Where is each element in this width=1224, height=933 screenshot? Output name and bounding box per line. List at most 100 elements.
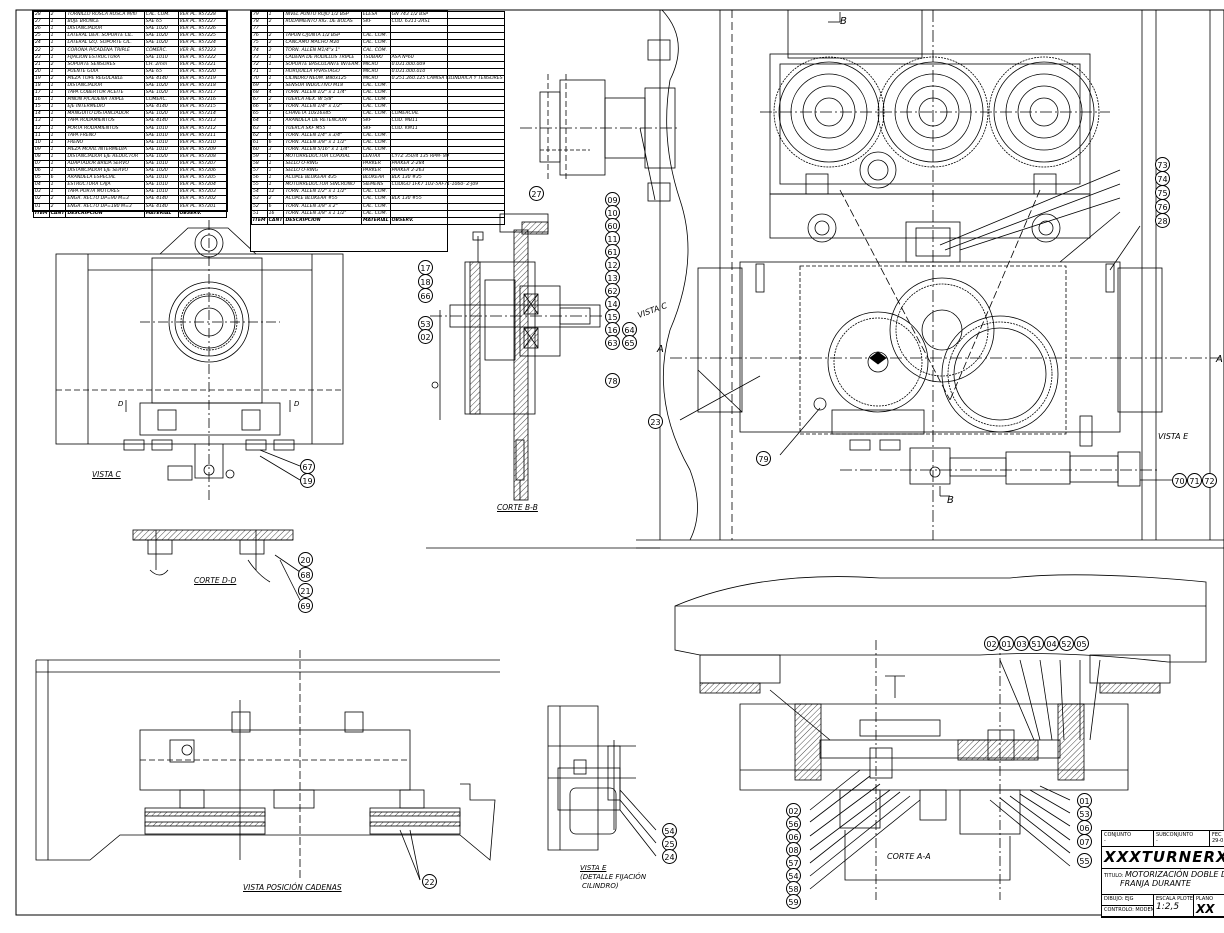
bom-cell: 2 [48,10,67,20]
bom-cell: VER PL. 957202 [177,195,227,204]
bom-cell: MANGUITO DISTANCIADOR [65,110,145,119]
bom-cell: ACOPLE BLOKEAR 435 [283,174,362,183]
bom-cell: SELLO O-RING [283,159,362,169]
bom-cell: 2 [266,81,285,91]
bom-cell: COD. KM11 [389,124,505,133]
plan-view-right [426,9,1224,549]
item-balloon: 73 [1155,157,1170,172]
bom-cell: 10 [33,138,50,147]
item-balloon: 71 [1187,473,1202,488]
bom-cell: BUJE BRONCE [65,18,145,27]
bom-cell: 1 [48,81,67,91]
bom-cell: 1 [48,181,67,190]
tb-titulo-label: TITULO: [1104,873,1124,879]
tb-fecha-value: 29-0 [1212,838,1224,844]
bom-cell: CANT [266,216,285,225]
item-balloon: 05 [1074,636,1089,651]
bom-cell: DESCRIPCION [65,209,145,218]
item-balloon: 59 [786,894,801,909]
item-balloon: 25 [662,836,677,851]
item-balloon: 23 [648,414,663,429]
bom-cell: TORN. ALLEN 3/8" x 1 1/2" [283,209,362,218]
item-balloon: 63 [605,335,620,350]
bom-cell: SAE 1020 [143,25,179,34]
bom-cell: PARKER 2-284 [389,159,505,169]
item-balloon: 67 [300,459,315,474]
bom-cell: 2 [48,74,67,83]
bom-cell [389,39,505,48]
bom-cell: VER PL. 957212 [177,124,227,133]
bom-cell: SKF [360,18,391,27]
bom-cell: FRENO [65,138,145,147]
item-balloon: 01 [1077,793,1092,808]
bom-cell: CANCAMO MACHO M20 [283,39,362,48]
bom-cell: ARANDELA ESPECIAL [65,174,145,183]
bom-cell: 1 [48,152,67,161]
bom-cell: 75 [251,39,268,48]
bom-cell: 65 [251,110,268,119]
bom-cell: RODAMIENTO RIG. DE BOLAS [283,18,362,27]
bom-cell: 77 [251,25,268,34]
tb-company-logo: XXXTURNERXX [1102,847,1224,869]
item-balloon: 53 [1077,806,1092,821]
bom-cell: 4 [266,89,285,98]
item-balloon: 22 [422,874,437,889]
bom-cell: BLK 130 #35 [389,174,505,183]
bom-cell: 1 [266,181,285,190]
bom-cell: DISTANCIADOR EJE REDUCTOR [65,152,145,161]
bom-cell: TUERCA SKF M55 [283,124,362,133]
bom-cell: 56 [251,174,268,183]
bom-cell: 4 [266,131,285,140]
bom-cell: 6 [48,174,67,183]
bom-cell: 18 [33,81,50,91]
bom-cell: 09 [33,145,50,154]
bom-cell [283,25,362,34]
bom-cell: VER PL. 957218 [177,81,227,91]
vista-c-left-view [55,220,344,500]
tb-escala-value: 1:2,5 [1156,902,1180,912]
bom-cell: 53 [251,195,268,204]
bom-cell: 2 [266,195,285,204]
item-balloon: 54 [786,868,801,883]
bom-cell: 1 [48,124,67,133]
bom-cell: LATERAL IZQ. SOPORTE CIL. [65,39,145,48]
item-balloon: 68 [298,567,313,582]
bom-cell: 02 [33,195,50,204]
bom-cell: SAE 1020 [143,152,179,161]
vista-e-view [547,705,657,857]
bom-cell: 2 [266,39,285,48]
bom-cell: 2 [266,32,285,41]
bom-cell: PIEZA MOVIL INTERMEDIA [65,145,145,154]
bom-cell: EJE INTERMEDIO [65,103,145,112]
bom-cell: 6 [266,138,285,147]
item-balloon: 79 [756,451,771,466]
tb-conjunto: CONJUNTO - [1102,831,1154,847]
bom-cell: 72 [251,60,268,69]
bom-cell: CAL. COM. [360,81,391,91]
bom-cell: CAL. COM. [360,131,391,140]
bom-cell: PARKER [360,167,391,176]
tb-control: CONTROLO: MODEMER [1102,906,1154,917]
bom-cell: PIEZA TOPE REGULABLE [65,74,145,83]
bom-cell: VER PL. 957225 [177,32,227,41]
bom-cell: 12 [266,188,285,197]
bom-cell: 70 [251,74,268,83]
